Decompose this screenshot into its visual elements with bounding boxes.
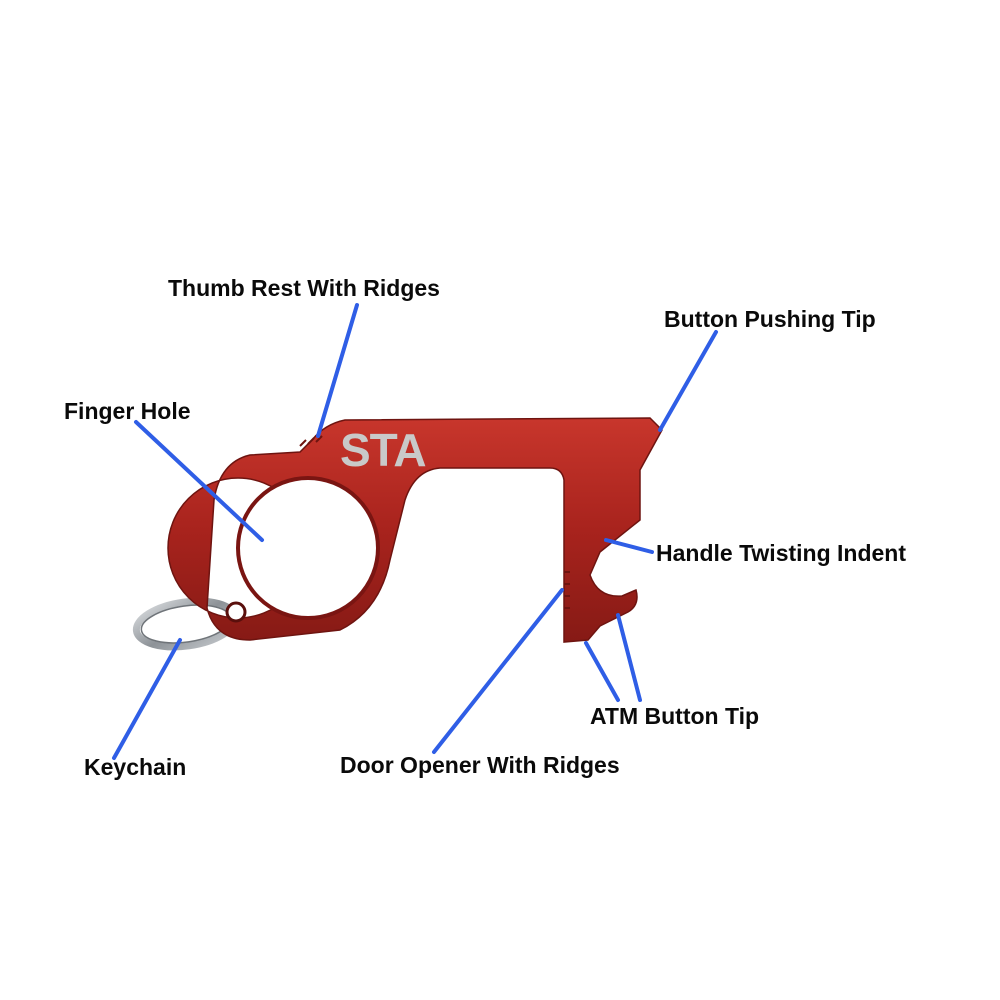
logo-sta: STA <box>340 424 426 476</box>
door-opener-ridges <box>564 571 570 609</box>
leader-atm-tip-2 <box>616 613 642 702</box>
tool-body: STA <box>167 417 663 643</box>
label-keychain: Keychain <box>84 754 186 780</box>
leader-door-opener <box>432 588 564 754</box>
leader-thumb-rest <box>316 303 359 438</box>
finger-hole <box>236 476 380 620</box>
keychain-hole <box>225 601 247 623</box>
label-thumb-rest: Thumb Rest With Ridges <box>168 275 440 301</box>
leader-keychain <box>112 638 182 760</box>
label-finger-hole: Finger Hole <box>64 398 191 424</box>
label-door-opener: Door Opener With Ridges <box>340 752 620 778</box>
thumb-rest-ridges <box>299 435 323 447</box>
leader-finger-hole <box>134 420 264 542</box>
leader-lines <box>112 303 718 760</box>
leader-atm-tip-1 <box>584 641 620 702</box>
label-button-pushing-tip: Button Pushing Tip <box>664 306 876 332</box>
leader-handle-twisting <box>604 538 654 554</box>
label-atm-button-tip: ATM Button Tip <box>590 703 759 729</box>
label-handle-twisting-indent: Handle Twisting Indent <box>656 540 906 566</box>
callout-labels: Thumb Rest With Ridges Button Pushing Ti… <box>64 275 906 780</box>
leader-button-pushing-tip <box>658 330 718 432</box>
